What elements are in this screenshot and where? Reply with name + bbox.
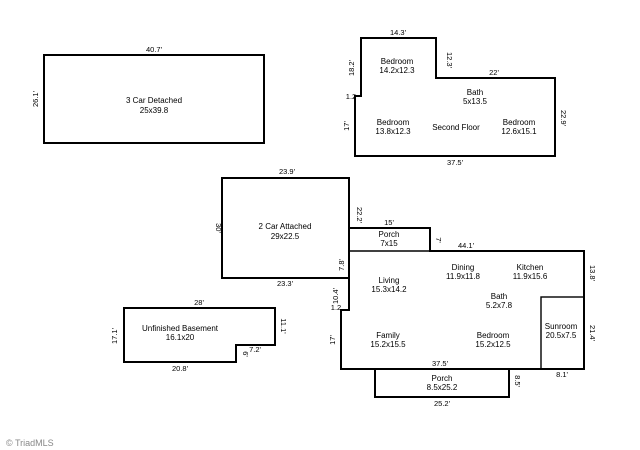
dim-label: 22' (489, 68, 499, 77)
room-name: Bedroom (377, 118, 410, 127)
dim-label: 17' (342, 121, 351, 131)
dim-label: 14.3' (390, 28, 407, 37)
dim-label: 7' (434, 237, 443, 243)
room-name: Living (379, 276, 400, 285)
basement-name: Unfinished Basement (142, 324, 219, 333)
dim-label: 10.4' (331, 287, 340, 304)
room-size: 5x13.5 (463, 97, 488, 106)
dim-label: 28' (194, 298, 204, 307)
dim-label: 11.1' (279, 318, 288, 334)
room-size: 15.3x14.2 (371, 285, 407, 294)
dim-label: 18.2' (347, 59, 356, 76)
basement-size: 16.1x20 (166, 333, 195, 342)
dim-label: 7.8' (337, 259, 346, 271)
dim-label: 17' (328, 335, 337, 345)
attached-garage-size: 29x22.5 (271, 232, 300, 241)
dim-label: 12.3' (445, 52, 454, 69)
room-name: Dining (452, 263, 475, 272)
dim-label: 15' (384, 218, 394, 227)
room-name: Bedroom (381, 57, 414, 66)
room-size: 12.6x15.1 (501, 127, 537, 136)
basement-outline (123, 307, 276, 363)
sunroom-outline (540, 296, 585, 370)
room-size: 5.2x7.8 (486, 301, 513, 310)
room-size: 15.2x15.5 (370, 340, 406, 349)
room-name: Porch (432, 374, 453, 383)
second-floor: Bedroom 14.2x12.3 Bath 5x13.5 Bedroom 13… (342, 28, 568, 167)
dim-label: 8.1' (556, 370, 568, 379)
dim-label: 25.2' (434, 399, 451, 408)
room-name: Bath (467, 88, 483, 97)
second-floor-label: Second Floor (432, 123, 480, 132)
room-size: 11.9x15.6 (513, 272, 548, 281)
dim-label: 23.3' (277, 279, 294, 288)
dim-detached-height: 26.1' (31, 90, 40, 107)
dim-detached-width: 40.7' (146, 45, 163, 54)
room-size: 20.5x7.5 (546, 331, 577, 340)
second-floor-outline (354, 37, 556, 157)
dim-label: 22.2' (355, 207, 364, 224)
room-size: 13.8x12.3 (375, 127, 411, 136)
dim-label: 20.8' (172, 364, 189, 373)
dim-label: 37.5' (447, 158, 464, 167)
dim-label: 1.2 (331, 303, 341, 312)
basement: Unfinished Basement 16.1x20 28' 17.1' 11… (110, 298, 288, 373)
room-size: 14.2x12.3 (379, 66, 415, 75)
room-name: Sunroom (545, 322, 578, 331)
room-size: 11.9x11.8 (446, 272, 481, 281)
dim-label: 23.9' (279, 167, 296, 176)
dim-label: 7.2' (249, 345, 261, 354)
back-porch-outline (374, 368, 510, 398)
detached-garage: 3 Car Detached 25x39.8 40.7' 26.1' (31, 45, 265, 144)
dim-label: 44.1' (458, 241, 475, 250)
detached-garage-name: 3 Car Detached (126, 96, 182, 105)
dim-label: 37.5' (432, 359, 449, 368)
room-size: 15.2x12.5 (475, 340, 511, 349)
room-name: Family (376, 331, 400, 340)
detached-garage-outline (43, 54, 265, 144)
room-size: 8.5x25.2 (427, 383, 458, 392)
room-name: Porch (379, 230, 400, 239)
dim-label: 13.8' (588, 265, 597, 282)
watermark: © TriadMLS (6, 438, 54, 448)
main-floor: Porch 7x15 Dining 11.9x11.8 Kitchen 11.9… (328, 218, 597, 408)
dim-label: 30' (214, 223, 223, 233)
room-name: Kitchen (517, 263, 544, 272)
detached-garage-size: 25x39.8 (140, 106, 169, 115)
dim-label: 22.9' (559, 110, 568, 127)
dim-label: 6' (241, 351, 250, 357)
room-name: Bedroom (503, 118, 536, 127)
dim-label: 17.1' (110, 327, 119, 344)
dim-label: 21.4' (588, 325, 597, 342)
room-name: Bedroom (477, 331, 510, 340)
room-size: 7x15 (380, 239, 398, 248)
dim-label: 1.2 (346, 92, 356, 101)
dim-label: 8.5' (513, 375, 522, 387)
attached-garage-name: 2 Car Attached (259, 222, 312, 231)
room-name: Bath (491, 292, 507, 301)
attached-garage: 2 Car Attached 29x22.5 23.9' 30' 22.2' 2… (214, 167, 364, 288)
